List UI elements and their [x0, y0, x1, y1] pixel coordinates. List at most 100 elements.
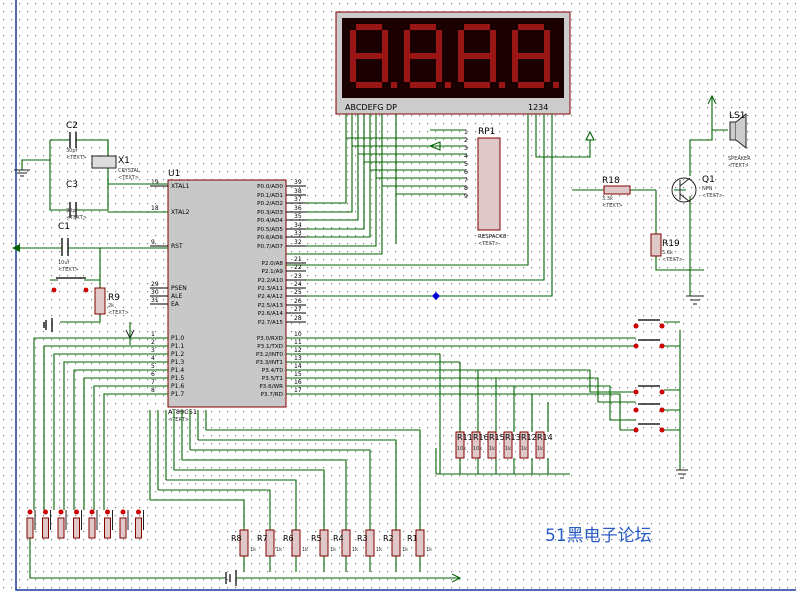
mcu-pin-name: P0.0/AD0 [257, 184, 283, 190]
x1-value: CRYSTAL [118, 168, 140, 174]
rp1-pin-number: 8 [464, 185, 468, 192]
x1-ref: X1 [118, 156, 130, 166]
segment [436, 30, 442, 56]
mcu-pin-number: 38 [294, 188, 302, 195]
segment [464, 24, 490, 30]
mcu-pin-number: 5 [151, 363, 155, 370]
mcu-pin-number: 13 [294, 355, 302, 362]
mcu-pin-number: 30 [151, 289, 159, 296]
mcu-pin-name: P0.7/AD7 [257, 244, 283, 250]
segment [410, 24, 436, 30]
mcu-pin-name: P0.3/AD3 [257, 210, 283, 216]
mcu-pin-number: 11 [294, 339, 302, 346]
mcu-pin-name: P3.5/T1 [262, 376, 284, 382]
mcu-pin-number: 36 [294, 205, 302, 212]
display-segment-wires [286, 114, 595, 297]
segment [490, 30, 496, 56]
led-element [104, 509, 113, 539]
segment [356, 53, 382, 59]
mcu-pin-number: 10 [294, 331, 302, 338]
c3-ref: C3 [66, 180, 78, 190]
segment [458, 30, 464, 56]
mcu-pin-number: 16 [294, 379, 302, 386]
display-digits [350, 24, 559, 88]
mcu-pin-number: 28 [294, 315, 302, 322]
resistor-value: 1k [426, 547, 432, 553]
watermark-text: 51黑电子论坛 [545, 526, 652, 546]
speaker-driver[interactable]: R18 3.3k <TEXT> R19 5.6k <TEXT> Q1 NPN <… [572, 94, 751, 305]
mcu-pin-number: 23 [294, 273, 302, 280]
mcu-pin-number: 31 [151, 297, 159, 304]
rp1-pin-number: 5 [464, 161, 468, 168]
mcu-pin-number: 8 [151, 387, 155, 394]
mcu-pin-name: XTAL2 [171, 209, 190, 216]
mcu-pin-number: 18 [151, 205, 159, 212]
rp1-ref: RP1 [478, 127, 495, 137]
led-element [88, 509, 98, 539]
mcu-at89c51[interactable]: U1 AT89C51 <TEXT> 19XTAL118XTAL29RST29PS… [150, 169, 306, 423]
clock-circuit[interactable]: C2 30pf <TEXT> C3 30pf <TEXT> X1 CRYSTAL… [14, 121, 168, 221]
seven-segment-display[interactable]: ABCDEFG DP 1234 [335, 11, 571, 115]
rp1-pin-number: 7 [464, 177, 468, 184]
reset-circuit[interactable]: C1 10uf <TEXT> R9 2k <TEXT> [12, 222, 168, 345]
segment [382, 30, 388, 56]
mcu-pin-name: P3.0/RXD [257, 336, 283, 342]
mcu-pin-name: PSEN [171, 285, 187, 292]
segment [382, 56, 388, 82]
mcu-pin-name: P3.7/RD [261, 392, 283, 398]
resistor-value: 1k [537, 446, 543, 452]
c1-value: 10uf [58, 260, 70, 266]
led-element [57, 509, 67, 539]
mcu-pin-name: P2.4/A12 [258, 294, 283, 300]
mcu-pin-name: P3.4/T0 [262, 368, 284, 374]
mcu-pin-name: P1.6 [171, 383, 184, 390]
mcu-pin-name: P1.7 [171, 391, 184, 398]
crystal-x1-body [91, 155, 117, 169]
mcu-pin-number: 7 [151, 379, 155, 386]
r9-ref: R9 [108, 293, 120, 303]
mcu-pin-name: P2.6/A14 [258, 311, 284, 317]
led-element [73, 509, 82, 539]
segment [410, 53, 436, 59]
ls1-ref: LS1 [729, 111, 745, 121]
resistor-ref: R3 [357, 534, 368, 543]
mcu-pin-number: 33 [294, 230, 302, 237]
segment [518, 82, 544, 88]
mcu-pin-name: P3.6/WR [259, 384, 283, 390]
mcu-pin-number: 14 [294, 363, 302, 370]
mcu-pin-number: 17 [294, 387, 302, 394]
resistor-ref: R11 [457, 433, 473, 442]
resistor-value: 1k [402, 547, 408, 553]
c1-ref: C1 [58, 222, 70, 232]
mcu-pin-number: 9 [151, 239, 155, 246]
segment [518, 53, 544, 59]
r18-text: <TEXT> [602, 203, 623, 209]
resistor-value: 1k [330, 547, 336, 553]
mcu-pin-name: P1.5 [171, 375, 184, 382]
led-switch-array [26, 509, 144, 539]
r18-body [603, 185, 631, 195]
mcu-pin-number: 2 [151, 339, 155, 346]
mcu-pin-number: 29 [151, 281, 159, 288]
rp1-pin-number: 6 [464, 169, 468, 176]
display-digit [404, 24, 451, 88]
resistor-ref: R6 [283, 534, 294, 543]
segment [512, 56, 518, 82]
mcu-pin-name: RST [171, 243, 183, 250]
mcu-pin-number: 15 [294, 371, 302, 378]
led-element [119, 509, 129, 539]
r9-text: <TEXT> [108, 310, 129, 316]
mcu-pin-name: P0.5/AD5 [257, 227, 283, 233]
mcu-pin-name: P3.3/INT1 [256, 360, 283, 366]
mcu-text: <TEXT> [168, 417, 189, 423]
resistor-ref: R16 [473, 433, 489, 442]
